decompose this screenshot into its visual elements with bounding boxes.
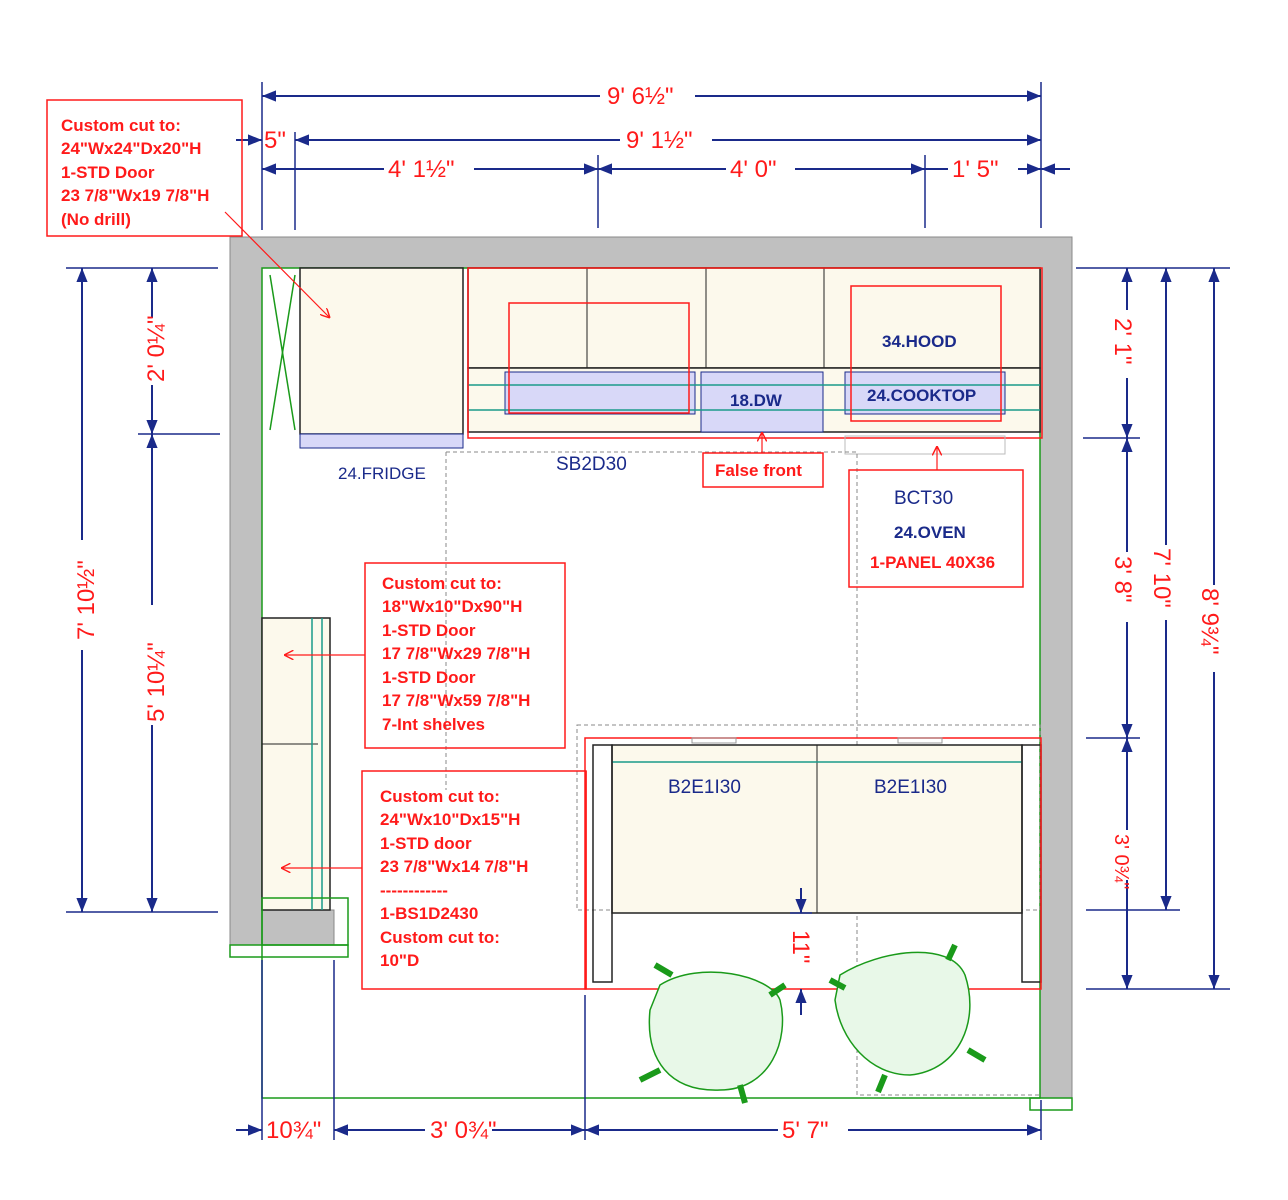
- left-tall-cabinet: [261, 617, 349, 946]
- hood-label: 34.HOOD: [882, 332, 957, 351]
- top-dimensions: 9' 6½" 5" 9' 1½" 4' 1½" 4' 0" 1' 5": [236, 83, 1070, 183]
- dim-right-seg1: 2' 1": [1109, 318, 1136, 364]
- dim-top-seg3: 1' 5": [952, 156, 998, 183]
- dim-top-overall: 9' 6½": [607, 83, 673, 110]
- dashed-outlines: [445, 451, 1041, 1096]
- dim-right-seg3: 3' 0¾": [1110, 834, 1132, 889]
- svg-text:17 7/8"Wx29 7/8"H: 17 7/8"Wx29 7/8"H: [382, 644, 530, 663]
- island-left-label: B2E1I30: [668, 777, 741, 798]
- dim-bottom-seg3: 5' 7": [782, 1117, 828, 1144]
- dim-top-seg2: 4' 0": [730, 156, 776, 183]
- dim-bottom-seg1: 10¾": [266, 1117, 321, 1144]
- dim-top-seg1: 4' 1½": [388, 156, 454, 183]
- svg-text:Custom cut to:: Custom cut to:: [382, 574, 502, 593]
- cooktop-label: 24.COOKTOP: [867, 386, 976, 405]
- svg-text:23 7/8"Wx14 7/8"H: 23 7/8"Wx14 7/8"H: [380, 857, 528, 876]
- svg-text:24.OVEN: 24.OVEN: [894, 523, 966, 542]
- svg-text:------------: ------------: [380, 881, 448, 900]
- island: [584, 737, 1042, 990]
- svg-text:10"D: 10"D: [380, 951, 419, 970]
- dim-right-mid: 7' 10": [1148, 548, 1175, 608]
- dim-right-overall: 8' 9¾": [1196, 588, 1223, 654]
- back-wall-cabinets: [269, 267, 1043, 455]
- svg-text:1-PANEL 40X36: 1-PANEL 40X36: [870, 553, 995, 572]
- bottom-dimensions: 10¾" 3' 0¾" 5' 7": [236, 1117, 1041, 1144]
- svg-text:7-Int shelves: 7-Int shelves: [382, 715, 485, 734]
- fridge-note: Custom cut to: 24"Wx24"Dx20"H 1-STD Door…: [46, 99, 330, 318]
- svg-text:Custom cut to:: Custom cut to:: [380, 787, 500, 806]
- svg-text:24"Wx10"Dx15"H: 24"Wx10"Dx15"H: [380, 810, 520, 829]
- base-cabinet-note: Custom cut to: 24"Wx10"Dx15"H 1-STD door…: [281, 770, 587, 990]
- island-right-label: B2E1I30: [874, 777, 947, 798]
- dim-right-seg2: 3' 8": [1109, 556, 1136, 602]
- dishwasher-label: 18.DW: [730, 391, 783, 410]
- fridge-label: 24.FRIDGE: [338, 464, 426, 483]
- svg-text:24"Wx24"Dx20"H: 24"Wx24"Dx20"H: [61, 139, 201, 158]
- svg-text:1-BS1D2430: 1-BS1D2430: [380, 904, 478, 923]
- chair-icon: [828, 943, 987, 1094]
- oven-note: BCT30 24.OVEN 1-PANEL 40X36: [848, 446, 1024, 588]
- left-dimensions: 7' 10½" 2' 0¼" 5' 10¼": [73, 268, 170, 912]
- svg-text:1-STD Door: 1-STD Door: [382, 621, 476, 640]
- dim-left-overall: 7' 10½": [73, 560, 100, 640]
- dim-top-inner: 9' 1½": [626, 127, 692, 154]
- svg-text:1-STD Door: 1-STD Door: [382, 668, 476, 687]
- sink-base-label: SB2D30: [556, 454, 627, 475]
- svg-text:(No drill): (No drill): [61, 210, 131, 229]
- false-front-label: False front: [715, 461, 802, 480]
- svg-text:Custom cut to:: Custom cut to:: [380, 928, 500, 947]
- svg-text:1-STD door: 1-STD door: [380, 834, 472, 853]
- dim-island-clearance: 11": [787, 930, 814, 963]
- island-clearance-dimension: 11": [787, 888, 814, 1015]
- dim-top-offset: 5": [264, 127, 286, 154]
- svg-text:Custom cut to:: Custom cut to:: [61, 116, 181, 135]
- dim-left-upper: 2' 0¼": [143, 316, 170, 382]
- svg-text:BCT30: BCT30: [894, 488, 953, 509]
- dim-bottom-seg2: 3' 0¾": [430, 1117, 496, 1144]
- dim-left-lower: 5' 10¼": [143, 642, 170, 722]
- false-front-note: False front: [702, 432, 824, 488]
- tall-cabinet-note: Custom cut to: 18"Wx10"Dx90"H 1-STD Door…: [284, 562, 566, 749]
- right-dimensions: 2' 1" 3' 8" 3' 0¾" 7' 10" 8' 9¾": [1109, 268, 1223, 989]
- svg-text:23 7/8"Wx19 7/8"H: 23 7/8"Wx19 7/8"H: [61, 186, 209, 205]
- svg-text:1-STD Door: 1-STD Door: [61, 163, 155, 182]
- chair-icon: [638, 962, 787, 1104]
- svg-text:17 7/8"Wx59 7/8"H: 17 7/8"Wx59 7/8"H: [382, 691, 530, 710]
- svg-text:18"Wx10"Dx90"H: 18"Wx10"Dx90"H: [382, 597, 522, 616]
